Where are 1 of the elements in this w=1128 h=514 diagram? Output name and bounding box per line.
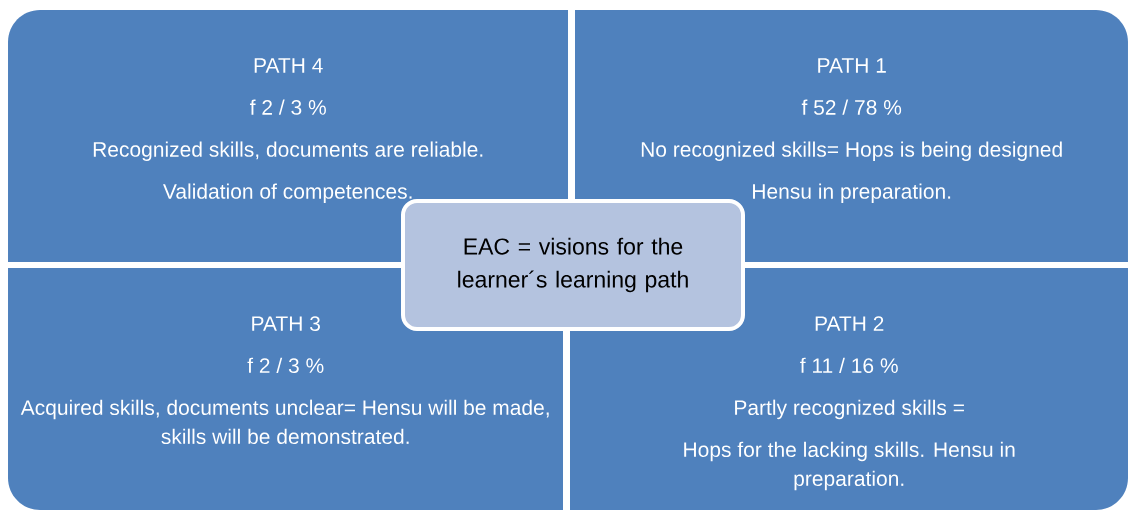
center-box: EAC = visions for the learner´s learning path: [401, 199, 745, 331]
